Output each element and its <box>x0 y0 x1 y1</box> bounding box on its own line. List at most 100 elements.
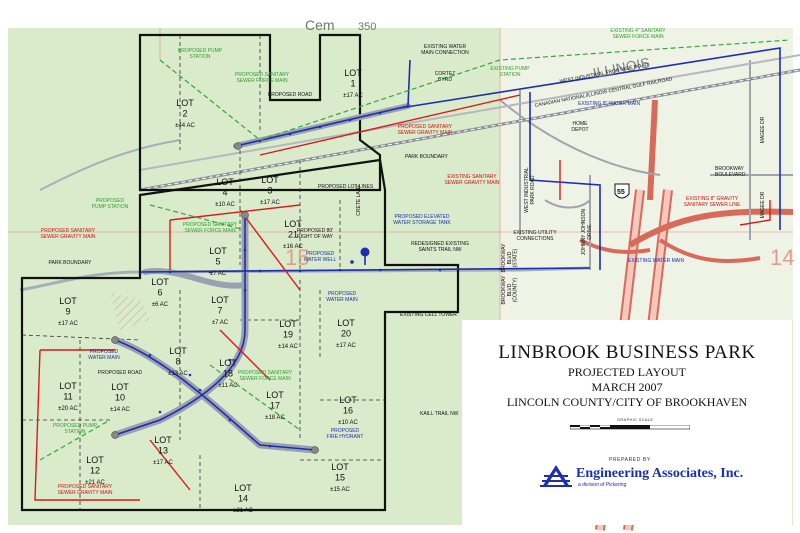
elevation-label: 350 <box>358 21 376 33</box>
lot-10-area: ±14 AC <box>110 407 130 413</box>
firm-logo-icon <box>540 465 572 487</box>
west-industrial-park-road-label: WEST INDUSTRIALPARK ROAD <box>524 167 536 213</box>
proposed-lot-lines-label: PROPOSED LOT LINES <box>318 184 374 190</box>
brookway-blvd-state-label: BROOKWAYBLVD(STATE) <box>501 243 519 273</box>
existing-roads <box>499 60 793 270</box>
svg-text:55: 55 <box>617 189 625 196</box>
lot-1-area: ±17 AC <box>343 93 363 99</box>
lot-15-area: ±15 AC <box>330 487 350 493</box>
project-subtitle: PROJECTED LAYOUT <box>568 365 686 379</box>
park-boundary-2-label: PARK BOUNDARY <box>49 260 93 266</box>
project-jurisdiction: LINCOLN COUNTY/CITY OF BROOKHAVEN <box>506 395 748 409</box>
lot-6-area: ±6 AC <box>152 302 169 308</box>
lot-18-area: ±11 AC <box>218 383 238 389</box>
existing-cell-tower-label: EXISTING CELL TOWER <box>400 312 457 318</box>
pump-stations <box>111 142 319 454</box>
lot-4-area: ±10 AC <box>215 202 235 208</box>
title-block: LINBROOK BUSINESS PARK PROJECTED LAYOUT … <box>462 320 792 525</box>
lot-17-area: ±18 AC <box>265 415 285 421</box>
existing-water-main-label: EXISTING WATER MAIN <box>628 258 685 264</box>
lot-8-area: ±13 AC <box>168 371 188 377</box>
urban-area <box>500 28 793 320</box>
proposed-road-2-label: PROPOSED ROAD <box>98 370 143 376</box>
lot-7-area: ±7 AC <box>212 320 229 326</box>
park-boundary-1-label: PARK BOUNDARY <box>405 154 449 160</box>
johnny-johnson-drive-label: JOHNNY JOHNSONDRIVE <box>581 208 593 255</box>
lot-21-area: ±16 AC <box>283 244 303 250</box>
project-date: MARCH 2007 <box>591 380 663 394</box>
lot-11-area: ±20 AC <box>58 406 78 412</box>
lot-2-area: ±44 AC <box>175 123 195 129</box>
firm-name: Engineering Associates, Inc. <box>576 466 744 481</box>
lot-5-area: ±7 AC <box>210 271 227 277</box>
kaill-trail-label: KAILL TRAIL NW <box>420 411 459 417</box>
railroad <box>139 54 800 192</box>
map-white-band-top <box>8 20 793 28</box>
sewer-gravity-mains <box>34 94 771 501</box>
elevated-tank <box>360 247 370 257</box>
firm-division: a division of Pickering <box>578 482 627 488</box>
lot-13-area: ±17 AC <box>153 460 173 466</box>
lot-16-area: ±10 AC <box>338 420 358 426</box>
lot-3-area: ±17 AC <box>260 200 280 206</box>
brookway-blvd-county-label: BROOKWAYBLVD(COUNTY) <box>501 275 519 305</box>
hatched-area <box>110 292 150 330</box>
cem-label: Cem <box>305 17 335 33</box>
section-15: 15 <box>285 245 309 270</box>
route-55-shield: 55 <box>614 183 630 199</box>
sewer-force-mains <box>39 39 791 461</box>
saints-trail-road-west <box>39 139 181 191</box>
lot-9-area: ±17 AC <box>58 321 78 327</box>
water-main-valves <box>148 111 502 448</box>
prepared-by-label: PREPARED BY <box>609 457 651 463</box>
scale-title: GRAPHIC SCALE <box>617 417 654 422</box>
crete-lane-label: CRETE LANE <box>356 184 362 216</box>
lot-19-area: ±14 AC <box>278 344 298 350</box>
lot-lines <box>21 35 385 510</box>
magee-dr-2-label: MAGEE DR <box>760 191 766 218</box>
